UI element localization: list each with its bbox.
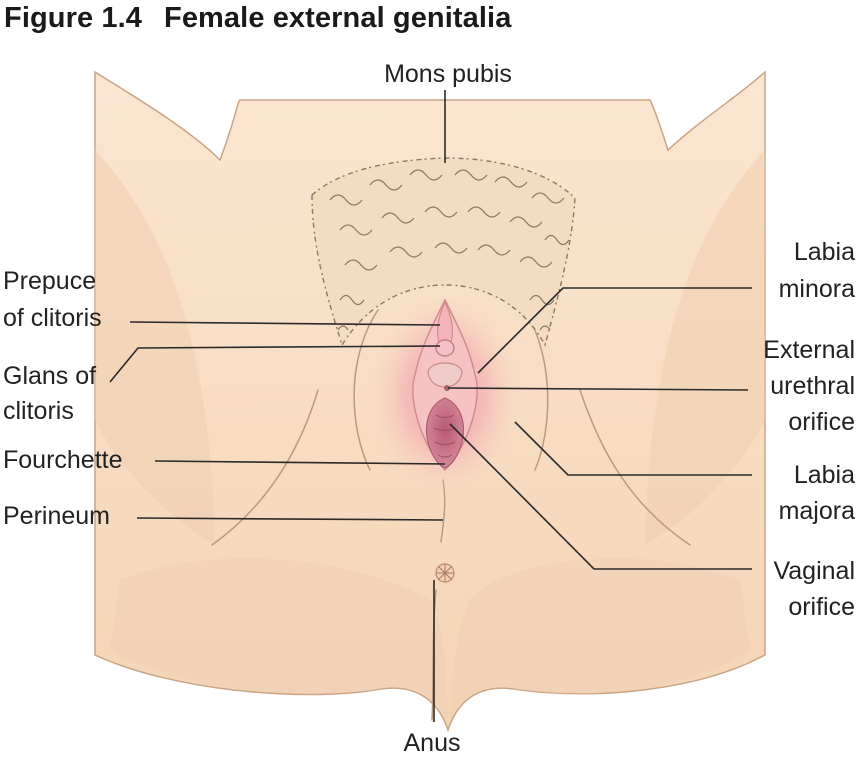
figure-caption: Female external genitalia (164, 2, 512, 34)
label-perineum: Perineum (3, 502, 110, 530)
label-glans-1: Glans of (3, 362, 96, 390)
figure-number: Figure 1.4 (4, 2, 142, 34)
leader-vaginal (449, 423, 752, 570)
anus-folds (436, 564, 454, 582)
leader-prepuce (129, 321, 441, 326)
label-labia-minora-1: Labia (794, 238, 855, 266)
leader-glans (109, 345, 441, 383)
vaginal-rugae (433, 414, 457, 458)
label-vaginal-2: orifice (788, 593, 855, 621)
label-urethral-3: orifice (788, 408, 855, 436)
leader-perineum (136, 517, 444, 521)
label-labia-minora-2: minora (779, 275, 856, 303)
label-fourchette: Fourchette (3, 446, 123, 474)
urethral-region (427, 362, 463, 388)
label-vaginal-1: Vaginal (773, 557, 855, 585)
label-urethral-2: urethral (770, 372, 855, 400)
thigh-crease-left (211, 389, 319, 546)
urethral-orifice (444, 385, 450, 391)
label-anus: Anus (404, 729, 461, 757)
labia-majora-left-contour (353, 309, 379, 471)
buttocks-shading-right (450, 558, 750, 720)
thigh-shading-right (645, 150, 765, 545)
label-prepuce-2: of clitoris (3, 304, 102, 332)
vaginal-orifice (425, 397, 465, 469)
leader-urethral (447, 387, 749, 391)
figure-title: Figure 1.4 Female external genitalia (4, 2, 511, 35)
label-glans-2: clitoris (3, 397, 74, 425)
label-labia-majora-2: majora (779, 497, 856, 525)
glans-clitoris (435, 339, 455, 357)
label-prepuce-1: Prepuce (3, 267, 96, 295)
buttocks-shading (110, 558, 448, 720)
label-mons-pubis: Mons pubis (384, 60, 512, 88)
leader-labia-majora (514, 421, 752, 476)
hair-curls (329, 169, 570, 331)
leader-labia-minora (477, 287, 752, 374)
leader-fourchette (154, 460, 446, 465)
label-labia-majora-1: Labia (794, 461, 855, 489)
label-urethral-1: External (763, 336, 855, 364)
